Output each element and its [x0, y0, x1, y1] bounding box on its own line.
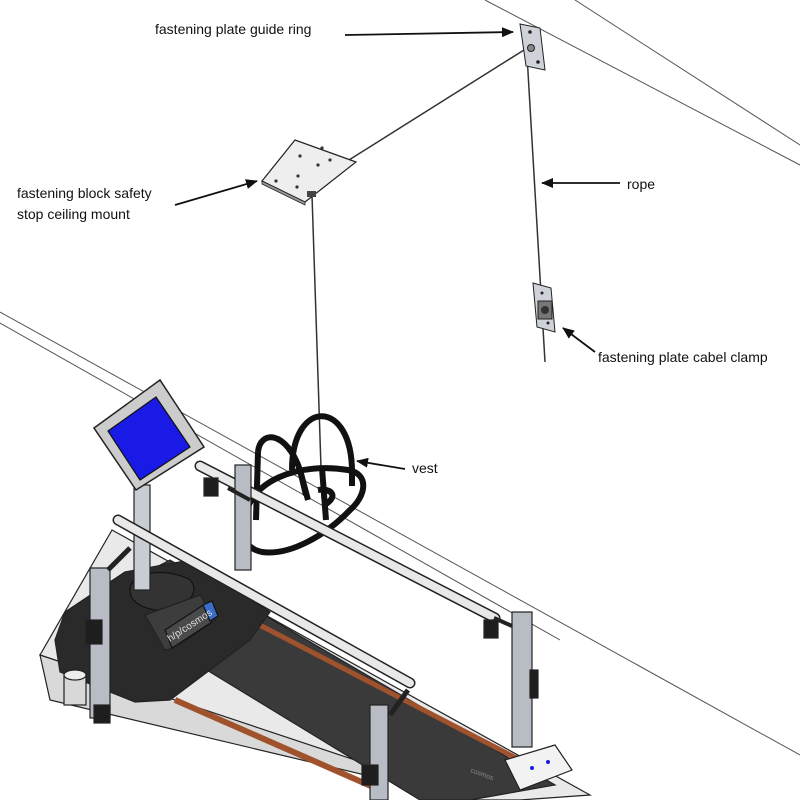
label-block-line1: fastening block safety	[17, 185, 152, 201]
arrow-icon	[356, 457, 406, 470]
label-block-line2: stop ceiling mount	[17, 206, 130, 222]
cable-clamp-plate	[532, 282, 556, 333]
label-guide-ring: fastening plate guide ring	[155, 21, 312, 37]
annotation-arrows	[174, 27, 620, 470]
guide-ring-plate	[519, 23, 546, 71]
treadmill: h/p/cosmos cosmos	[39, 378, 593, 800]
floor-lines	[0, 311, 800, 756]
arrow-icon	[562, 327, 596, 353]
vest-harness	[240, 413, 367, 556]
rope-lines	[311, 49, 546, 499]
label-rope: rope	[627, 176, 656, 192]
arrow-icon	[344, 27, 514, 38]
label-vest: vest	[412, 460, 438, 476]
arrow-icon	[174, 179, 258, 206]
label-clamp: fastening plate cabel clamp	[598, 349, 768, 365]
ceiling-mount-plate	[261, 139, 358, 206]
